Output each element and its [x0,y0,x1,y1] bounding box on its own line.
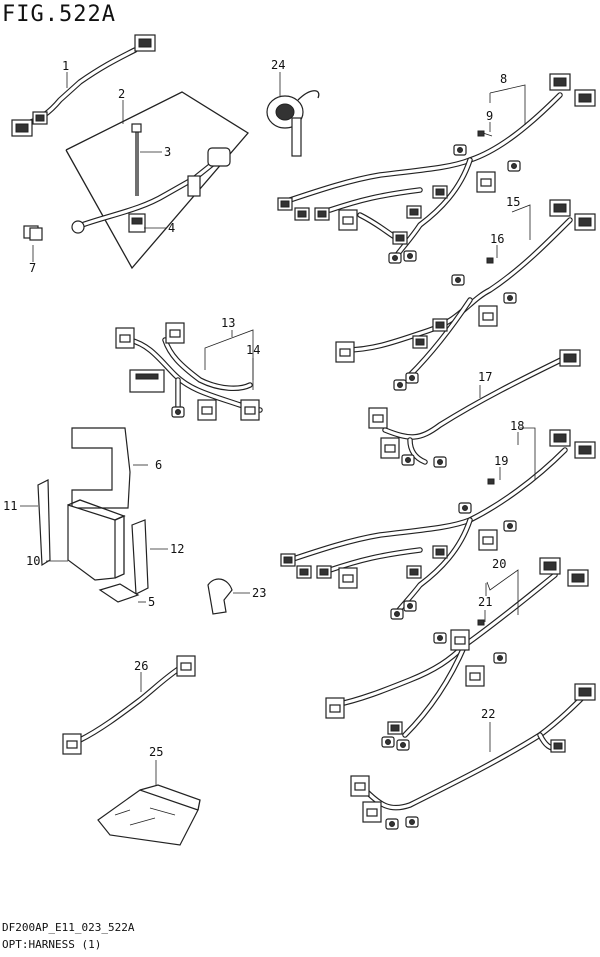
callout-11: 11 [3,499,17,513]
footer-section: OPT:HARNESS (1) [2,938,102,951]
callout-5: 5 [148,595,155,609]
part-22-harness [350,683,596,830]
figure-title: FIG.522A [2,2,116,27]
part-13-harness [115,322,263,421]
callout-12: 12 [170,542,184,556]
callout-3: 3 [164,145,171,159]
part-26-harness [62,655,196,755]
part-10-module [67,499,126,581]
leader-lines [20,72,536,785]
callout-6: 6 [155,458,162,472]
callout-9: 9 [486,109,493,123]
part-5-pad [98,583,140,603]
callout-4: 4 [168,221,175,235]
part-7-cap [23,225,43,241]
part-12-bracket [131,519,149,595]
part-2-kit-box [65,91,249,270]
part-6-cover [71,427,131,509]
part-15-harness [335,199,596,391]
callout-17: 17 [478,370,492,384]
callout-21: 21 [478,595,492,609]
part-11-bracket [37,479,51,567]
callout-1: 1 [62,59,69,73]
part-18-harness [280,429,596,620]
callout-14: 14 [246,343,260,357]
callout-2: 2 [118,87,125,101]
footer-model-code: DF200AP_E11_023_522A [2,921,135,934]
part-20-harness [325,557,589,751]
part-1-harness [11,34,156,137]
part-23-grommet [207,578,233,615]
part-25-bag [97,784,201,846]
callout-8: 8 [500,72,507,86]
callout-25: 25 [149,745,163,759]
callout-15: 15 [506,195,520,209]
part-17-harness [368,349,581,468]
callout-26: 26 [134,659,148,673]
callout-10: 10 [26,554,40,568]
callout-16: 16 [490,232,504,246]
part-8-harness [277,73,596,264]
callout-24: 24 [271,58,285,72]
callout-19: 19 [494,454,508,468]
callout-13: 13 [221,316,235,330]
callout-18: 18 [510,419,524,433]
callout-20: 20 [492,557,506,571]
callout-22: 22 [481,707,495,721]
callout-7: 7 [29,261,36,275]
callout-23: 23 [252,586,266,600]
callout-numbers: 1 2 3 4 5 6 7 8 9 10 11 12 13 14 15 16 1… [3,58,524,759]
part-24-grommet [266,90,320,157]
